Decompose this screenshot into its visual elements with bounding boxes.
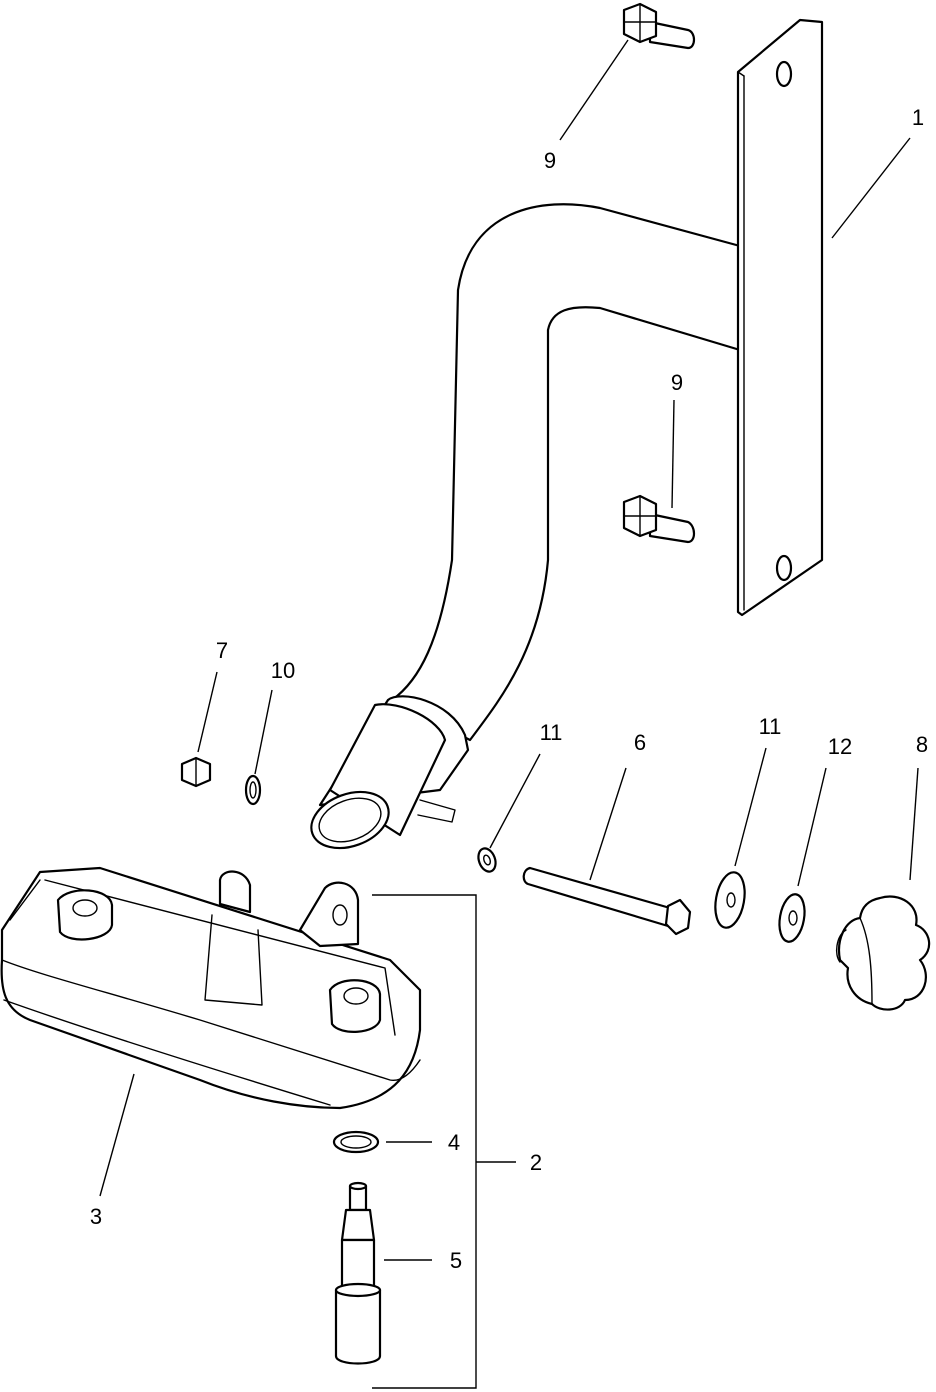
callout-1: 1 xyxy=(912,105,924,130)
callout-6: 6 xyxy=(634,730,646,755)
washer-part-11-small xyxy=(477,847,497,873)
callout-7: 7 xyxy=(216,638,228,663)
washer-part-12 xyxy=(778,893,806,943)
callout-3: 3 xyxy=(90,1204,102,1229)
spring-washer-part-10 xyxy=(244,774,262,806)
nut-part-7 xyxy=(180,756,212,788)
star-knob-part-8 xyxy=(835,895,931,1011)
callout-10: 10 xyxy=(271,658,295,683)
callout-labels: 1 2 3 4 5 6 7 8 9 9 10 11 11 12 xyxy=(90,105,928,1273)
step-tray-part-3 xyxy=(0,866,422,1110)
callout-8: 8 xyxy=(916,732,928,757)
plunger-pin-part-5 xyxy=(334,1181,382,1365)
callout-leaders xyxy=(99,39,919,1389)
washer-part-11 xyxy=(714,871,746,929)
callout-9-bottom: 9 xyxy=(671,370,683,395)
mounting-bracket-part-1 xyxy=(390,18,824,742)
tube-end-sleeve xyxy=(310,695,470,850)
bolt-part-9-bottom xyxy=(622,494,696,544)
o-ring-part-4 xyxy=(332,1130,380,1154)
callout-9-top: 9 xyxy=(544,148,556,173)
callout-4: 4 xyxy=(448,1130,460,1155)
callout-12: 12 xyxy=(828,734,852,759)
bolt-part-9-top xyxy=(622,2,696,50)
callout-5: 5 xyxy=(450,1248,462,1273)
callout-11-left: 11 xyxy=(540,720,563,745)
callout-2: 2 xyxy=(530,1150,542,1175)
callout-11-right: 11 xyxy=(759,714,782,739)
long-bolt-part-6 xyxy=(522,866,692,936)
